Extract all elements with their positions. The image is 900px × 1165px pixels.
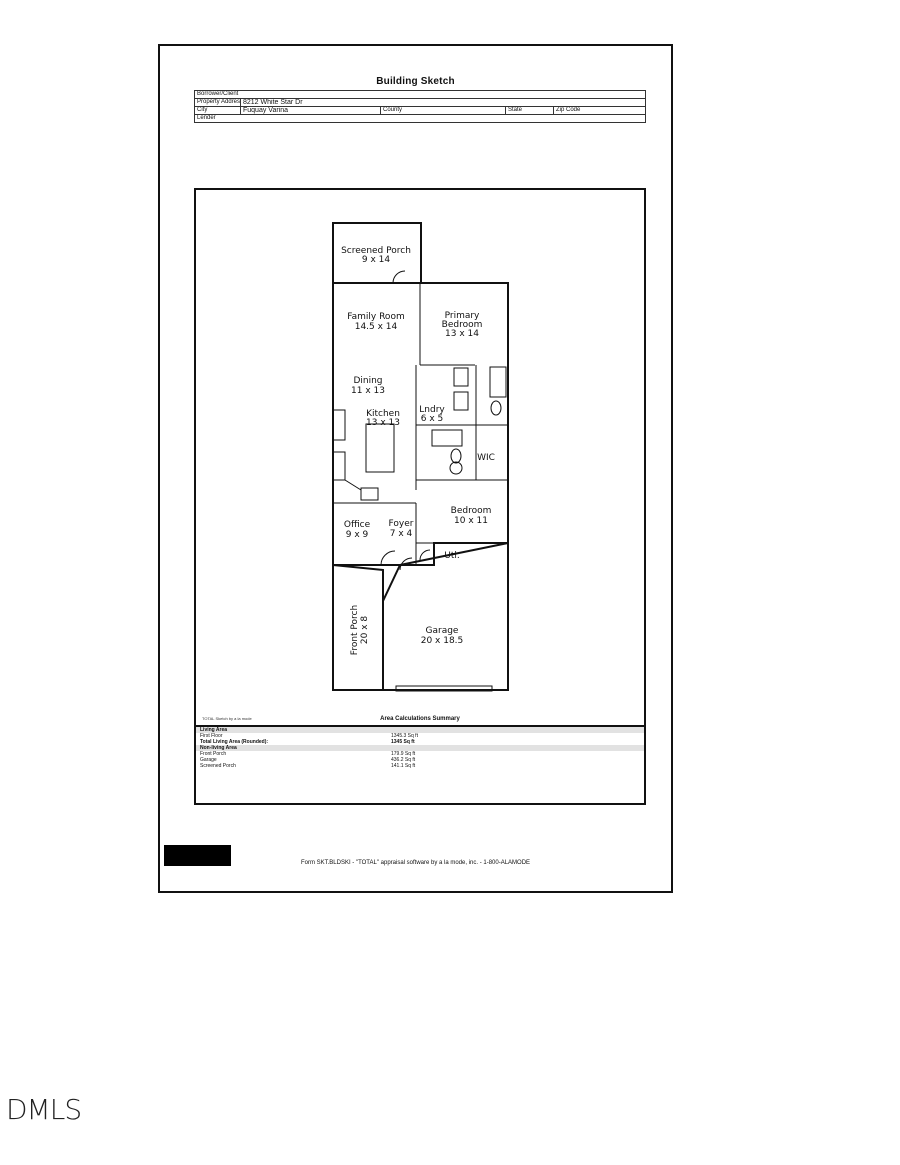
floor-plan-frame: Screened Porch 9 x 14 Family Room 14.5 x… bbox=[194, 188, 646, 805]
zip-label: Zip Code bbox=[552, 106, 647, 115]
front-porch-outline bbox=[332, 564, 384, 691]
city-label: City bbox=[194, 106, 241, 115]
room-dims: 7 x 4 bbox=[390, 529, 413, 539]
screened-porch-value: 141.1 Sq ft bbox=[391, 763, 416, 769]
non-living-section: Non-living Area bbox=[196, 745, 644, 751]
total-living-label: Total Living Area (Rounded): bbox=[200, 739, 269, 745]
garage-outline bbox=[382, 541, 509, 691]
room-name: Office bbox=[344, 520, 371, 530]
front-porch-label: Front Porch bbox=[200, 751, 227, 757]
room-name: Bedroom bbox=[442, 320, 483, 330]
front-porch-value: 179.9 Sq ft bbox=[391, 751, 416, 757]
borrower-label: Borrower/Client bbox=[193, 90, 647, 99]
redaction-box bbox=[164, 845, 231, 866]
room-dims: 9 x 14 bbox=[362, 255, 391, 265]
address-value: 8212 White Star Dr bbox=[239, 98, 647, 107]
room-name: Foyer bbox=[389, 519, 414, 529]
area-calculations-table: Living Area First Floor 1345.3 Sq ft Tot… bbox=[196, 725, 644, 769]
screened-porch-label: Screened Porch bbox=[200, 763, 236, 769]
room-name: Bedroom bbox=[451, 506, 492, 516]
mls-watermark: DMLS bbox=[6, 1093, 82, 1126]
lender-label: Lender bbox=[193, 114, 647, 123]
form-footer: Form SKT.BLDSKI - "TOTAL" appraisal soft… bbox=[300, 860, 531, 866]
room-name: Screened Porch bbox=[341, 246, 411, 256]
room-dims: 13 x 13 bbox=[366, 418, 400, 428]
form-title: Building Sketch bbox=[376, 76, 455, 87]
property-header-table: Borrower/Client Property Address 8212 Wh… bbox=[193, 90, 647, 123]
county-label: County bbox=[380, 106, 506, 115]
total-living-row: Total Living Area (Rounded): 1345 Sq ft bbox=[196, 739, 644, 745]
room-name: Kitchen bbox=[366, 409, 400, 419]
room-name: Utl. bbox=[444, 551, 459, 561]
room-name: Garage bbox=[426, 626, 459, 636]
room-dims: 10 x 11 bbox=[454, 516, 488, 526]
room-name: Dining bbox=[353, 376, 382, 386]
room-dims: 20 x 8 bbox=[360, 616, 370, 645]
garage-value: 436.2 Sq ft bbox=[391, 757, 416, 763]
first-floor-label: First Floor bbox=[200, 733, 223, 739]
room-name: WIC bbox=[477, 453, 495, 463]
city-value: Fuquay Varina bbox=[240, 106, 381, 115]
address-label: Property Address bbox=[194, 98, 241, 107]
front-porch-row: Front Porch 179.9 Sq ft bbox=[196, 751, 644, 757]
garage-label: Garage bbox=[200, 757, 217, 763]
room-labels: Screened Porch 9 x 14 Family Room 14.5 x… bbox=[341, 246, 495, 655]
state-label: State bbox=[505, 106, 554, 115]
calc-summary-title: Area Calculations Summary bbox=[380, 716, 460, 722]
sketch-caption: TOTAL Sketch by a la mode bbox=[202, 716, 252, 721]
room-name: Front Porch bbox=[350, 605, 360, 655]
room-dims: 11 x 13 bbox=[351, 386, 385, 396]
garage-row: Garage 436.2 Sq ft bbox=[196, 757, 644, 763]
room-dims: 9 x 9 bbox=[346, 530, 369, 540]
first-floor-value: 1345.3 Sq ft bbox=[391, 733, 418, 739]
living-area-section: Living Area bbox=[196, 727, 644, 733]
screened-porch-row: Screened Porch 141.1 Sq ft bbox=[196, 763, 644, 769]
room-dims: 13 x 14 bbox=[445, 329, 479, 339]
room-dims: 14.5 x 14 bbox=[355, 322, 398, 332]
room-name: Lndry bbox=[419, 405, 445, 415]
total-living-value: 1345 Sq ft bbox=[391, 739, 415, 745]
appraisal-form-page: Building Sketch Borrower/Client Property… bbox=[158, 44, 673, 893]
room-dims: 6 x 5 bbox=[421, 414, 444, 424]
room-dims: 20 x 18.5 bbox=[421, 636, 464, 646]
room-name: Primary bbox=[445, 311, 480, 321]
floor-plan-drawing: Screened Porch 9 x 14 Family Room 14.5 x… bbox=[332, 222, 509, 692]
room-name: Family Room bbox=[347, 312, 404, 322]
first-floor-row: First Floor 1345.3 Sq ft bbox=[196, 733, 644, 739]
